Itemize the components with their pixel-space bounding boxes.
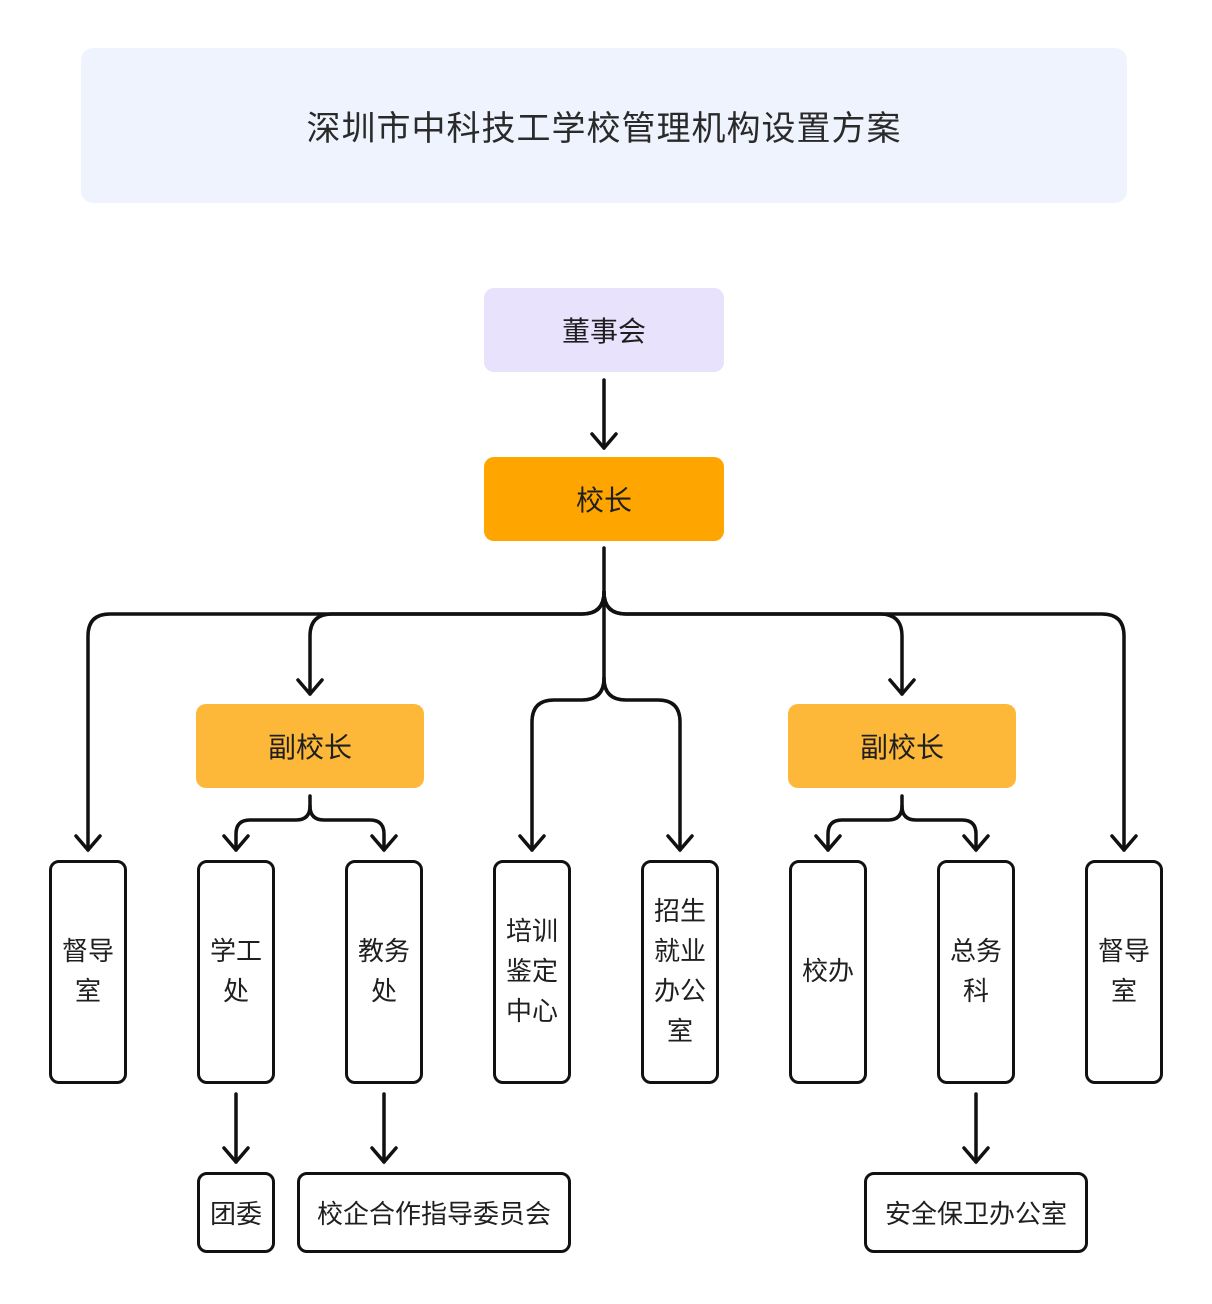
arrowhead [74,834,102,852]
node-board: 董事会 [484,288,724,372]
node-label: 学工处 [209,937,262,1007]
node-principal: 校长 [484,457,724,541]
node-security-office: 安全保卫办公室 [864,1172,1088,1253]
node-label: 招生就业办公室 [653,897,706,1047]
node-vice-principal-right: 副校长 [788,704,1016,788]
arrowhead [1110,834,1138,852]
node-school-office: 校办 [789,860,867,1084]
node-general-affairs: 总务科 [937,860,1015,1084]
edge-vice-left-split [234,794,312,852]
edge-to-enrollment [602,676,682,852]
arrowhead [370,834,398,852]
arrowhead [888,678,916,696]
arrowhead [370,1146,398,1164]
node-vice-principal-left: 副校长 [196,704,424,788]
edge-vice-right-general [900,804,978,852]
node-enrollment-office: 招生就业办公室 [641,860,719,1084]
arrowhead [962,834,990,852]
node-label: 督导室 [61,937,114,1007]
node-label: 督导室 [1097,937,1150,1007]
node-training-center: 培训鉴定中心 [493,860,571,1084]
node-supervision-left: 督导室 [49,860,127,1084]
arrowhead [814,834,842,852]
node-label: 总务科 [949,937,1002,1007]
node-coop-committee: 校企合作指导委员会 [297,1172,571,1253]
node-academic-affairs: 教务处 [345,860,423,1084]
arrowhead [222,1146,250,1164]
arrowhead [518,834,546,852]
edge-principal-vice-right [602,590,904,696]
node-youth-league: 团委 [197,1172,275,1253]
node-supervision-right: 督导室 [1085,860,1163,1084]
arrowhead [296,678,324,696]
node-label: 教务处 [357,937,410,1007]
diagram-title: 深圳市中科技工学校管理机构设置方案 [81,48,1127,203]
arrowhead [962,1146,990,1164]
arrowhead [666,834,694,852]
arrowhead [590,432,618,450]
edge-principal-supervision-right [602,590,1126,852]
edge-vice-left-academic [308,804,386,852]
node-label: 校办 [801,957,854,987]
edge-vice-right-split [826,794,904,852]
node-label: 培训鉴定中心 [505,917,558,1027]
edge-principal-vice-left [308,590,606,696]
arrowhead [222,834,250,852]
edge-to-training [530,676,606,852]
node-student-affairs: 学工处 [197,860,275,1084]
